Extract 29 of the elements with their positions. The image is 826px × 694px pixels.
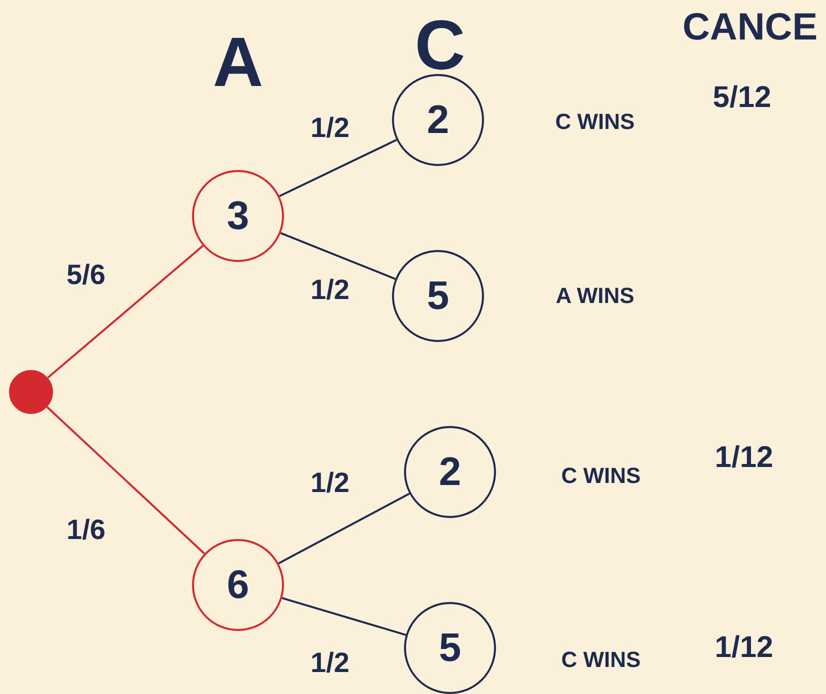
node-value: 2: [438, 450, 462, 494]
outcome-circle: [392, 74, 484, 166]
start-dot: [9, 370, 53, 414]
outcome-circle: [192, 539, 284, 631]
outcome-circle: [392, 250, 484, 342]
outcome-text: C WINS: [561, 647, 641, 673]
column-heading: C: [414, 5, 466, 85]
outcome-text: C WINS: [555, 109, 635, 135]
chance-value: 1/12: [714, 441, 774, 475]
node-value: 5: [438, 626, 462, 670]
branch-line: [278, 492, 410, 564]
branch-line: [46, 406, 206, 554]
outcome-text: A WINS: [556, 283, 634, 309]
node-value: 3: [226, 194, 250, 238]
outcome-circle: [192, 170, 284, 262]
node-value: 6: [226, 562, 250, 608]
node-value: 5: [426, 274, 450, 318]
outcome-circle: [404, 602, 496, 694]
branch-line: [280, 232, 396, 280]
node-value: 2: [426, 98, 450, 142]
branch-line: [279, 139, 397, 197]
chance-value: 5/12: [712, 81, 772, 115]
branch-line: [47, 245, 204, 379]
outcome-text: C WINS: [561, 463, 641, 489]
outcome-circle: [404, 426, 496, 518]
column-heading: CANCE: [682, 6, 818, 50]
column-heading: A: [212, 22, 264, 102]
chance-value: 1/12: [714, 631, 774, 665]
branch-line: [282, 597, 406, 636]
